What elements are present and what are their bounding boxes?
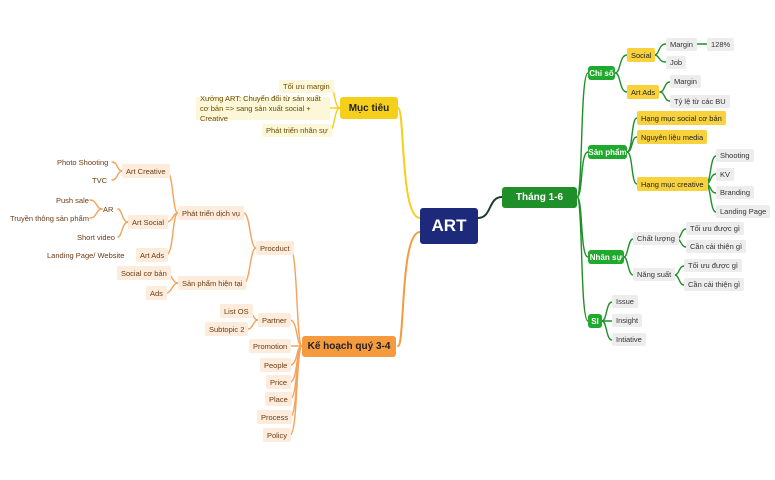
node-hang-muc-social[interactable]: Hạng mục social cơ bản — [637, 111, 726, 125]
branch-ke-hoach[interactable]: Kế hoạch quý 3-4 — [302, 336, 396, 357]
node-chat-luong-toi-uu[interactable]: Tối ưu được gì — [686, 222, 744, 235]
node-landing-page[interactable]: Landing Page — [716, 205, 771, 218]
node-subtopic-2[interactable]: Subtopic 2 — [205, 322, 249, 336]
branch-thang-1-6[interactable]: Tháng 1-6 — [502, 187, 577, 208]
node-nguyen-lieu-media[interactable]: Nguyên liệu media — [637, 130, 708, 144]
node-margin-value[interactable]: 128% — [707, 38, 735, 51]
node-phat-trien-dich-vu[interactable]: Phát triển dịch vụ — [178, 206, 244, 220]
node-nang-suat-toi-uu[interactable]: Tối ưu được gì — [684, 259, 742, 272]
node-place[interactable]: Place — [265, 392, 292, 406]
leaf-toi-uu-margin[interactable]: Tối ưu margin — [279, 80, 334, 93]
leaf-push-sale[interactable]: Push sale — [56, 195, 89, 205]
node-promotion[interactable]: Promotion — [249, 339, 292, 353]
node-chat-luong-cai-thien[interactable]: Cần cải thiện gì — [686, 240, 747, 253]
node-art-ads-q[interactable]: Art Ads — [136, 248, 169, 262]
node-shooting[interactable]: Shooting — [716, 149, 754, 162]
node-branding[interactable]: Branding — [716, 186, 755, 199]
node-partner[interactable]: Partner — [258, 313, 291, 327]
node-kv[interactable]: KV — [716, 168, 735, 181]
node-si[interactable]: SI — [588, 314, 602, 328]
node-san-pham-hien-tai[interactable]: Sản phẩm hiện tại — [178, 276, 247, 290]
node-nang-suat-cai-thien[interactable]: Cần cải thiện gì — [684, 278, 745, 291]
node-nhan-su[interactable]: Nhân sự — [588, 250, 624, 264]
node-process[interactable]: Process — [257, 410, 293, 424]
node-people[interactable]: People — [260, 358, 292, 372]
node-insight[interactable]: Insight — [612, 314, 643, 327]
node-margin[interactable]: Margin — [666, 38, 697, 51]
leaf-landing-website[interactable]: Landing Page/ Website — [47, 250, 125, 260]
node-job[interactable]: Job — [666, 56, 687, 69]
leaf-tvc[interactable]: TVC — [92, 175, 107, 185]
node-art-ads-margin[interactable]: Margin — [670, 75, 701, 88]
node-list-os[interactable]: List OS — [220, 304, 253, 318]
node-intiative[interactable]: Intiative — [612, 333, 646, 346]
node-ty-le[interactable]: Tỷ lệ từ các BU — [670, 95, 730, 108]
leaf-xuong-art[interactable]: Xưởng ART: Chuyển đổi từ sản xuất cơ bản… — [196, 94, 330, 123]
node-social-co-ban[interactable]: Social cơ bản — [117, 266, 171, 280]
node-price[interactable]: Price — [266, 375, 292, 389]
root-node[interactable]: ART — [420, 208, 478, 244]
node-nang-suat[interactable]: Năng suất — [633, 268, 676, 281]
node-hang-muc-creative[interactable]: Hạng mục creative — [637, 177, 708, 191]
node-chi-so[interactable]: Chỉ số — [588, 66, 615, 80]
node-san-pham[interactable]: Sản phẩm — [588, 145, 627, 159]
node-social[interactable]: Social — [627, 48, 656, 62]
node-art-ads[interactable]: Art Ads — [627, 85, 660, 99]
node-ar[interactable]: AR — [103, 204, 114, 214]
node-issue[interactable]: Issue — [612, 295, 638, 308]
node-chat-luong[interactable]: Chất lượng — [633, 232, 679, 245]
leaf-truyen-thong[interactable]: Truyền thông sản phẩm — [10, 213, 89, 223]
leaf-short-video[interactable]: Short video — [77, 232, 115, 242]
leaf-phat-trien-nhan-su[interactable]: Phát triển nhân sự — [262, 124, 332, 137]
branch-muc-tieu[interactable]: Mục tiêu — [340, 97, 398, 119]
node-policy[interactable]: Policy — [263, 428, 292, 442]
node-art-creative[interactable]: Art Creative — [122, 164, 170, 178]
leaf-photo-shooting[interactable]: Photo Shooting — [57, 157, 109, 167]
node-ads[interactable]: Ads — [146, 286, 167, 300]
node-procduct[interactable]: Procduct — [256, 241, 294, 255]
node-art-social[interactable]: Art Social — [128, 215, 169, 229]
